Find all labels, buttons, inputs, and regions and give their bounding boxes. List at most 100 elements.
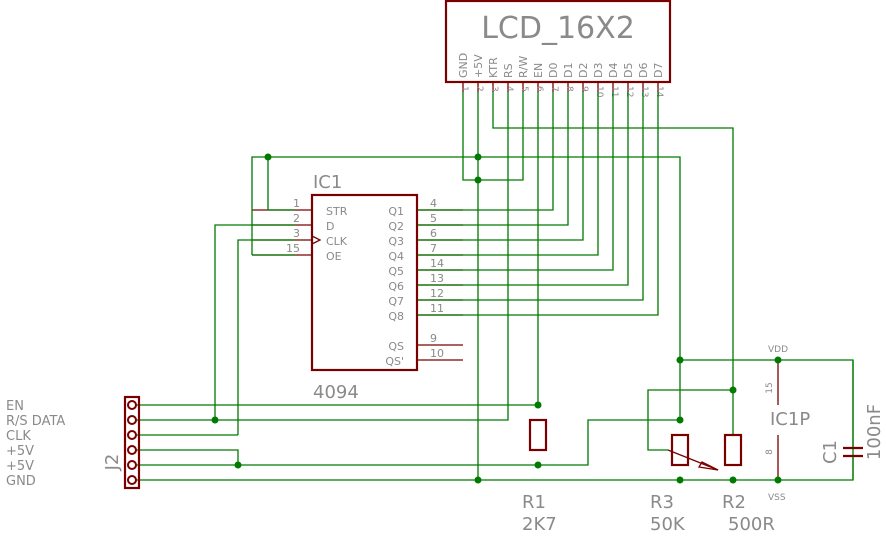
- svg-text:8: 8: [765, 449, 775, 455]
- junction-dot: [534, 401, 542, 409]
- lcd-pin-label: D6: [637, 63, 650, 78]
- ic1-pin-number: 4: [430, 197, 437, 210]
- junction-dot: [211, 416, 219, 424]
- svg-text:500R: 500R: [728, 514, 775, 535]
- ic1-pin-label: QS: [388, 340, 404, 353]
- ic1-pin-number: 5: [430, 212, 437, 225]
- ic1-pin-label: OE: [326, 250, 342, 263]
- junction-dot: [474, 476, 482, 484]
- ic1-pin-label: Q8: [388, 310, 404, 323]
- lcd-pin-number: 2: [474, 86, 484, 92]
- ic1-pin-number: 9: [430, 332, 437, 345]
- svg-text:IC1P: IC1P: [770, 409, 810, 430]
- lcd-pin-label: D3: [592, 63, 605, 78]
- j2-pad: [127, 475, 137, 485]
- junctions: [211, 153, 782, 484]
- lcd-pin-number: 6: [534, 86, 544, 92]
- svg-text:2K7: 2K7: [522, 514, 557, 535]
- capacitor-c1: C1 100nF: [820, 404, 885, 464]
- lcd-pin-label: GND: [457, 53, 470, 78]
- lcd-pin-label: D0: [547, 63, 560, 78]
- ic1-pin-label: CLK: [326, 235, 348, 248]
- junction-dot: [729, 476, 737, 484]
- lcd-name: LCD_16X2: [481, 11, 635, 46]
- junction-dot: [774, 476, 782, 484]
- svg-text:VDD: VDD: [768, 345, 788, 355]
- ic1-body: [310, 193, 419, 372]
- ic1-pin-label: Q5: [388, 265, 404, 278]
- j2-signal-label: CLK: [6, 429, 31, 444]
- lcd-pin-number: 10: [594, 86, 604, 98]
- lcd-pin-label: RS: [502, 63, 515, 78]
- ic1-pin-number: 15: [286, 242, 300, 255]
- ic1p-power: IC1P 15 8 VDD VSS: [765, 345, 810, 503]
- j2-body: [123, 395, 141, 490]
- resistor-r2: R2 500R: [722, 433, 775, 535]
- lcd-pin-number: 1: [459, 86, 469, 92]
- lcd-pin-label: D2: [577, 63, 590, 78]
- j2-pad: [127, 460, 137, 470]
- junction-dot: [234, 461, 242, 469]
- lcd-pin-number: 3: [489, 86, 499, 92]
- svg-text:R1: R1: [522, 492, 546, 513]
- lcd-pin-label: +5V: [472, 54, 485, 78]
- ic1-pin-number: 7: [430, 242, 437, 255]
- ic1-pin-number: 14: [430, 257, 444, 270]
- j2-pad: [127, 400, 137, 410]
- svg-text:VSS: VSS: [768, 493, 786, 503]
- clock-triangle-icon: [311, 235, 322, 245]
- junction-dot: [676, 476, 684, 484]
- j2-signal-label: +5V: [6, 459, 34, 474]
- lcd-body: [444, 0, 672, 84]
- ic1-pin-number: 6: [430, 227, 437, 240]
- svg-text:R3: R3: [650, 492, 674, 513]
- j2-name: J2: [102, 454, 123, 472]
- lcd-pin-label: D1: [562, 63, 575, 78]
- lcd-pin-number: 11: [609, 86, 619, 97]
- lcd-pin-number: 4: [504, 86, 514, 92]
- ic1-pin-label: Q4: [388, 250, 404, 263]
- ic1-pin-label: Q6: [388, 280, 404, 293]
- ic1-pin-number: 10: [430, 347, 444, 360]
- ic1-pin-number: 2: [293, 212, 300, 225]
- j2-signal-label: EN: [6, 399, 24, 414]
- junction-dot: [676, 356, 684, 364]
- j2-signal-label: +5V: [6, 444, 34, 459]
- junction-dot: [474, 153, 482, 161]
- resistor-r3-potentiometer: R3 50K: [650, 433, 719, 535]
- ic1-pin-number: 3: [293, 227, 300, 240]
- svg-text:100nF: 100nF: [864, 404, 885, 460]
- ic1-pin-label: D: [326, 220, 334, 233]
- lcd-pin-label: D5: [622, 63, 635, 78]
- j2-pad: [127, 430, 137, 440]
- lcd-pin-number: 8: [564, 86, 574, 92]
- lcd-module: LCD_16X2 GND1+5V2KTR3RS4R/W5EN6D07D18D29…: [444, 0, 672, 98]
- ic1-pin-number: 13: [430, 272, 444, 285]
- svg-text:15: 15: [765, 382, 775, 393]
- j2-pad: [127, 445, 137, 455]
- j2-pad: [127, 415, 137, 425]
- lcd-pin-number: 5: [519, 86, 529, 92]
- ic1-name: IC1: [313, 172, 342, 193]
- ic1-pin-label: Q2: [388, 220, 404, 233]
- ic1-pin-label: Q7: [388, 295, 404, 308]
- lcd-pin-label: R/W: [517, 56, 530, 78]
- junction-dot: [474, 176, 482, 184]
- lcd-pin-number: 12: [624, 86, 634, 97]
- resistor-r1: R1 2K7: [522, 418, 557, 535]
- wiper-arrow-icon: [697, 461, 719, 471]
- ic1-pin-number: 11: [430, 302, 444, 315]
- lcd-pin-number: 9: [579, 86, 589, 92]
- ic1-pin-label: STR: [326, 205, 348, 218]
- junction-dot: [676, 416, 684, 424]
- junction-dot: [264, 153, 272, 161]
- ic1-pin-label: QS': [385, 355, 404, 368]
- wires: [135, 92, 854, 481]
- svg-text:50K: 50K: [650, 514, 686, 535]
- ic1-pin-label: Q1: [388, 205, 404, 218]
- junction-dot: [534, 461, 542, 469]
- lcd-pin-number: 13: [639, 86, 649, 97]
- lcd-pin-label: KTR: [487, 57, 500, 78]
